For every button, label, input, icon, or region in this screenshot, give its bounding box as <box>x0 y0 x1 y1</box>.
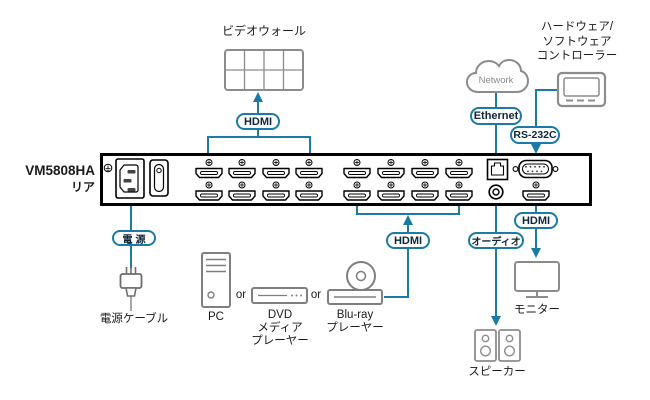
arrowhead-monitor <box>531 248 541 258</box>
rs232c-badge-label: RS-232C <box>513 129 557 141</box>
connector-arrowheads <box>253 92 541 326</box>
bluray-player-label: Blu-ray プレーヤー <box>326 309 384 334</box>
video-wall-icon <box>224 49 304 91</box>
ethernet-badge-label: Ethernet <box>473 110 519 122</box>
hdmi-monitor-badge: HDMI <box>514 212 558 229</box>
power-badge-label: 電源 <box>122 234 149 246</box>
controller-icon <box>556 71 607 108</box>
speakers-icon <box>474 329 521 362</box>
ground-terminal-icon <box>103 163 113 173</box>
serial-port-icon <box>512 159 559 179</box>
ethernet-badge: Ethernet <box>470 107 522 125</box>
power-inlet-icon <box>115 158 145 199</box>
hdmi-videowall-badge: HDMI <box>236 113 280 130</box>
hdmi-sources-badge-label: HDMI <box>393 234 423 247</box>
power-badge: 電源 <box>112 230 156 246</box>
dvd-player-icon <box>251 287 308 304</box>
network-cloud-icon <box>465 58 530 93</box>
arrowhead-sources <box>403 215 413 225</box>
arrowhead-rs232c <box>531 144 541 154</box>
rs232c-badge: RS-232C <box>510 126 560 144</box>
controller-label: ハードウェア/ ソフトウェア コントローラー <box>536 21 618 62</box>
dvd-player-label: DVD メディア プレーヤー <box>251 309 309 347</box>
ethernet-port-icon <box>486 158 509 181</box>
pc-icon <box>201 252 231 308</box>
video-wall-label: ビデオウォール <box>221 24 306 38</box>
audio-badge-label: オーディオ <box>471 237 521 248</box>
arrowhead-videowall <box>253 92 263 102</box>
bluray-player-icon <box>327 261 383 305</box>
audio-badge: オーディオ <box>468 232 524 249</box>
arrowhead-speakers <box>491 316 501 326</box>
power-cable-label: 電源ケーブル <box>99 313 169 325</box>
power-switch-icon <box>149 159 169 197</box>
pc-label: PC <box>208 311 224 323</box>
hdmi-videowall-badge-label: HDMI <box>243 115 273 128</box>
speakers-label: スピーカー <box>468 366 526 378</box>
monitor-label: モニター <box>514 304 560 316</box>
device-view-label: リア <box>70 180 95 194</box>
power-plug-icon <box>119 265 143 311</box>
monitor-icon <box>514 261 560 298</box>
videowall-bracket <box>207 130 311 153</box>
hdmi-sources-badge: HDMI <box>386 232 430 249</box>
network-cloud-label: Network <box>478 75 514 86</box>
switch-rear-panel <box>100 153 592 206</box>
hdmi-monitor-badge-label: HDMI <box>521 214 551 227</box>
or-right-label: or <box>310 289 322 301</box>
device-model-label: VM5808HA <box>25 163 95 178</box>
or-left-label: or <box>235 289 247 301</box>
sources-bracket <box>356 206 460 215</box>
audio-jack-icon <box>488 184 504 200</box>
